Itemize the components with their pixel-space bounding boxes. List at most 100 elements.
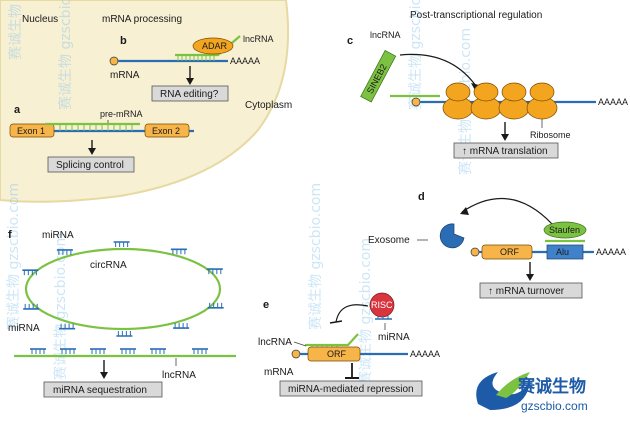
rna-editing-text: RNA editing? (160, 89, 219, 100)
arrow-d-curve (461, 198, 553, 225)
mirna-sequestration-text: miRNA sequestration (53, 385, 147, 396)
rna-editing-box (151, 85, 229, 102)
mrna-translation-box (453, 142, 559, 159)
exon1-box (9, 123, 55, 138)
svg-text:赛诚生物 gzscbio.com: 赛诚生物 gzscbio.com (308, 183, 324, 330)
mrna-translation-text: ↑ mRNA translation (462, 146, 548, 157)
mirna-glyph (207, 302, 224, 309)
panel-c: c lncRNA SINEB2 AAAAA Ribosome ↑ mRNA tr… (347, 30, 628, 159)
brand-url: gzscbio.com (521, 399, 588, 413)
mrna-cap-c (411, 97, 421, 107)
exosome-label: Exosome (368, 235, 410, 246)
circrna-ring (24, 247, 222, 331)
polya-c: AAAAA (598, 97, 628, 107)
panel-e-letter: e (263, 299, 269, 311)
lncrna-bound-mirnas (30, 348, 208, 354)
adar-protein (192, 37, 234, 55)
post-transcriptional-label: Post-transcriptional regulation (410, 10, 542, 21)
panel-c-letter: c (347, 35, 353, 47)
orf-label-d: ORF (500, 247, 520, 257)
mirna-glyph (22, 269, 39, 276)
mrna-processing-label: mRNA processing (102, 14, 182, 25)
mirna-glyph (23, 303, 40, 310)
adar-label: ADAR (202, 41, 228, 51)
mirna-label-e: miRNA (378, 332, 410, 343)
arrow-c-curve (399, 53, 477, 87)
lncrna-label-c: lncRNA (370, 30, 401, 40)
exon2-box (144, 123, 190, 138)
lncrna-label-f: lncRNA (162, 370, 196, 381)
mirna-glyph (56, 249, 73, 255)
orf-box-d (481, 244, 533, 260)
panel-d-letter: d (418, 191, 425, 203)
staufen-label: Staufen (549, 225, 580, 235)
splicing-control-box (47, 156, 135, 173)
svg-text:赛诚生物 gzscbio.com: 赛诚生物 gzscbio.com (358, 238, 374, 385)
mirna-glyph (192, 348, 208, 354)
staufen-protein (543, 221, 587, 239)
sineb2-box: SINEB2 (360, 50, 397, 103)
svg-text:赛诚生物 gzscbio.com: 赛诚生物 gzscbio.com (8, 0, 24, 60)
mirna-glyph (113, 241, 130, 248)
mirna-glyph (206, 268, 223, 275)
alu-label: Alu (556, 247, 569, 257)
panel-d: d Exosome AAAAA ORF Alu Staufen ↑ mRNA t… (368, 191, 626, 299)
mirna-glyph (59, 323, 76, 330)
mirna-glyph (170, 248, 187, 255)
brand-logo: 赛诚生物 gzscbio.com (476, 372, 588, 413)
mrna-turnover-box (479, 282, 583, 299)
watermark-layer: 赛诚生物 gzscbio.com 赛诚生物 gzscbio.com 赛诚生物 g… (6, 0, 474, 385)
circrna-label: circRNA (90, 260, 127, 271)
nucleus-label: Nucleus (22, 14, 58, 25)
lncrna-strand-e (305, 333, 359, 347)
inhibit-arrow-e (335, 304, 369, 323)
panel-f-letter: f (8, 229, 12, 241)
brand-swoosh-icon (476, 372, 530, 410)
orf-box-e (307, 346, 361, 362)
exosome-shape (439, 223, 465, 249)
circrna-bound-mirnas (22, 241, 224, 337)
panel-a: a pre-mRNA Exon 1 Exon 2 Splicing contro… (9, 104, 194, 173)
svg-text:赛诚生物 gzscbio.com: 赛诚生物 gzscbio.com (58, 0, 74, 110)
mirna-glyph (173, 323, 190, 329)
mirna-glyph (116, 330, 133, 337)
pre-mrna-label: pre-mRNA (100, 109, 143, 119)
risc-label: RISC (371, 300, 393, 310)
lncrna-label-b: lncRNA (243, 34, 274, 44)
mirna-repression-box (279, 380, 423, 397)
mirna-glyph (30, 348, 46, 354)
mirna-glyph (90, 348, 106, 354)
polya-d: AAAAA (596, 247, 626, 257)
mirna-label-f-left: miRNA (8, 323, 40, 334)
mirna-glyph (120, 348, 136, 354)
cytoplasm-label: Cytoplasm (245, 100, 292, 111)
mrna-turnover-text: ↑ mRNA turnover (488, 286, 565, 297)
mrna-cap-d (470, 247, 480, 257)
panel-a-letter: a (14, 104, 21, 116)
exon1-label: Exon 1 (17, 126, 45, 136)
mirna-repression-text: miRNA-mediated repression (288, 384, 414, 395)
brand-leaf-icon (496, 372, 530, 398)
panel-f: f miRNA circRNA miRNA lncRNA miRNA seque… (8, 229, 236, 398)
orf-label-e: ORF (327, 349, 347, 359)
mrna-label-b: mRNA (110, 70, 140, 81)
polya-e: AAAAA (410, 349, 440, 359)
lncrna-label-e: lncRNA (258, 337, 292, 348)
exon2-label: Exon 2 (152, 126, 180, 136)
mrna-label-e: mRNA (264, 367, 294, 378)
ribosome-label: Ribosome (530, 130, 571, 140)
panel-e: e RISC miRNA lncRNA AAAAA ORF mRNA miRNA… (258, 292, 440, 397)
mirna-glyph (150, 348, 166, 354)
svg-text:赛诚生物 gzscbio.com: 赛诚生物 gzscbio.com (6, 183, 22, 330)
panel-b: b AAAAA ADAR lncRNA mRNA RNA editing? (109, 34, 274, 102)
brand-name: 赛诚生物 (517, 376, 586, 397)
alu-box (546, 244, 584, 260)
mirna-glyph (60, 348, 76, 354)
panel-b-letter: b (120, 35, 127, 47)
splicing-control-text: Splicing control (56, 160, 124, 171)
mrna-cap-e (291, 349, 301, 359)
mirna-sequestration-box (43, 381, 163, 398)
mirna-label-f-top: miRNA (42, 230, 74, 241)
